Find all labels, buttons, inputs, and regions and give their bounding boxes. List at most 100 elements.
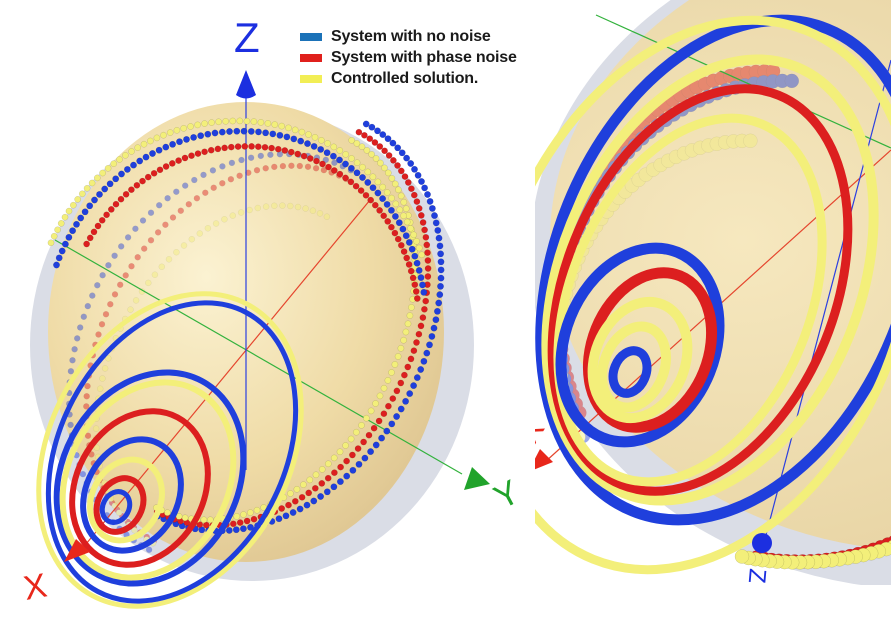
trajectory-controlled-bead [400,198,408,206]
y-axis-line [54,239,463,475]
trajectory-back-bead [246,206,253,214]
trajectory-phase-noise-bead [139,177,146,185]
trajectory-phase-noise-bead [423,241,431,249]
trajectory-controlled-bead [418,251,426,259]
trajectory-controlled-bead [233,513,241,520]
trajectory-back-bead [177,207,185,214]
trajectory-no-noise-bead [155,146,163,154]
zoomed-back-bead [684,143,700,158]
trajectory-controlled-bead [379,183,387,191]
trajectory-no-noise-bead [393,413,401,420]
trajectory-back-bead [111,291,119,298]
zoomed-back-bead [743,133,758,149]
trajectory-no-noise-bead [176,138,183,146]
trajectory-phase-noise-bead [412,288,420,295]
trajectory-no-noise-bead [420,288,428,296]
trajectory-back-bead [108,499,116,507]
spiral-ring [69,408,211,568]
legend-label-controlled: Controlled solution. [331,69,479,87]
trajectory-no-noise-bead [239,525,247,533]
trajectory-controlled-bead [116,156,123,163]
trajectory-phase-noise-bead [221,144,228,152]
trajectory-phase-noise-bead [90,228,98,236]
zoomed-back-bead [624,178,640,193]
trajectory-back-bead [262,203,270,210]
trajectory-no-noise-bead [329,152,337,160]
trajectory-no-noise-bead [130,161,137,169]
trajectory-phase-noise-bead [409,274,417,282]
trajectory-phase-noise-bead [117,195,125,203]
trajectory-no-noise-bead [323,149,331,157]
trajectory-no-noise-bead [436,242,444,250]
trajectory-phase-noise-bead [274,145,282,153]
trajectory-no-noise-bead [369,184,377,192]
trajectory-no-noise-bead [359,174,366,181]
trajectory-phase-noise-bead [188,152,195,160]
trajectory-back-bead [238,156,245,164]
trajectory-phase-noise-bead [202,521,210,529]
trajectory-no-noise-bead [65,233,73,241]
trajectory-no-noise-bead [379,131,387,139]
trajectory-phase-noise-bead [144,173,152,181]
trajectory-no-noise-bead [419,281,426,289]
trajectory-phase-noise-bead [415,205,423,212]
trajectory-controlled-bead [369,173,377,181]
trajectory-back-bead [122,272,129,279]
zoomed-back-bead [709,136,725,152]
trajectory-controlled-bead [410,231,418,239]
spiral-ring [87,456,165,544]
zoomed-x-axis-arrow [535,449,553,470]
trajectory-back-bead [200,171,207,179]
trajectory-controlled-bead [311,133,319,141]
trajectory-no-noise-bead [417,366,425,373]
trajectory-back-bead [158,263,166,271]
trajectory-back-bead [173,248,180,256]
trajectory-no-noise-bead [414,171,422,179]
trajectory-back-bead [116,281,124,289]
zoomed-front-trajectories [535,14,891,575]
trajectory-back-bead [302,205,309,212]
trajectory-no-noise-bead [190,133,198,141]
zoomed-spiral-ring [535,14,891,526]
trajectory-no-noise-bead [336,478,344,486]
trajectory-controlled-bead [110,160,118,168]
zoomed-back-bead [668,149,684,165]
trajectory-phase-noise-bead [313,157,320,165]
trajectory-controlled-bead [388,174,396,182]
trajectory-back-bead [140,245,148,252]
trajectory-controlled-bead [153,134,161,142]
trajectory-no-noise-bead [353,169,361,177]
trajectory-no-noise-bead [388,420,396,428]
trajectory-back-bead [94,282,101,289]
trajectory-controlled-bead [164,509,171,517]
trajectory-phase-noise-bead [278,505,286,512]
trajectory-back-bead [196,230,204,237]
trajectory-controlled-bead [88,179,96,187]
trajectory-controlled-bead [128,148,135,155]
legend-item-controlled: Controlled solution. [300,68,517,89]
trajectory-back-bead [89,292,96,299]
trajectory-no-noise-bead [347,164,355,172]
trajectory-controlled-bead [50,232,58,240]
trajectory-no-noise-bead [73,220,80,228]
trajectory-no-noise-bead [405,238,413,246]
spiral-ring [93,475,147,535]
trajectory-no-noise-bead [106,180,114,188]
trajectory-phase-noise-bead [318,480,326,487]
trajectory-back-bead [237,209,245,216]
trajectory-no-noise-bead [437,266,445,274]
trajectory-back-bead [76,324,84,331]
trajectory-controlled-bead [396,206,404,214]
trajectory-controlled-bead [83,184,91,192]
trajectory-no-noise-bead [283,133,291,141]
trajectory-no-noise-bead [262,129,270,137]
spiral-ring [99,489,133,525]
trajectory-controlled-bead [264,120,272,127]
trajectory-back-bead [181,182,189,189]
trajectory-phase-noise-bead [417,322,425,330]
trajectory-no-noise-bead [282,512,290,520]
trajectory-back-bead [139,217,147,224]
trajectory-no-noise-bead [101,185,109,193]
trajectory-phase-noise-bead [150,169,158,177]
trajectory-no-noise-bead [211,129,219,137]
